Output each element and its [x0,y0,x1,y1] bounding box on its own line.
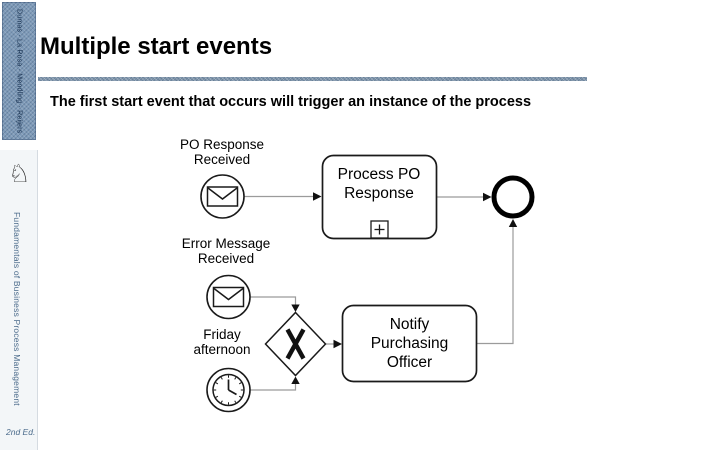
springer-knight-icon: ♘ [8,159,31,188]
flow-timer-to-gateway [250,383,297,391]
arrowhead-icon [291,304,300,312]
end-event [491,175,535,219]
exclusive-gateway [264,311,327,377]
envelope-icon [212,286,245,308]
flow-error-to-gateway [250,296,297,305]
arrowhead-icon [508,219,518,227]
arrowhead-icon [483,192,492,202]
sidebar-background [0,150,38,450]
timer-start-event [206,367,251,413]
arrowhead-icon [333,339,342,349]
gateway-x-icon [285,328,306,360]
task-box [341,304,478,383]
arrowhead-icon [313,192,322,201]
edition-label: 2nd Ed. [6,427,36,437]
label-process-po-response: Process PO Response [337,166,421,202]
book-title-vertical: Fundamentals of Business Process Managem… [12,212,22,406]
sequence-flows [244,192,518,391]
authors-banner: Dumas · La Rosa · Mendling · Reijers [2,2,36,140]
task-notify-purchasing-officer [341,304,478,383]
flow-notify-to-end [477,226,514,345]
label-friday-afternoon: Friday afternoon [193,327,251,358]
authors-text: Dumas · La Rosa · Mendling · Reijers [15,8,23,134]
message-start-event-error [206,274,251,320]
envelope-flap [213,287,244,301]
slide-subtitle: The first start event that occurs will t… [50,94,532,110]
clock-hour-hand [228,389,237,396]
envelope-icon [206,186,239,207]
title-divider [38,77,587,81]
arrowhead-icon [291,376,300,384]
message-start-event-po [200,174,245,219]
label-error-message-received: Error Message Received [181,236,271,267]
label-po-response-received: PO Response Received [179,137,265,168]
end-event-circle [491,175,535,219]
task-process-po-response [321,154,438,240]
envelope-flap [207,187,238,200]
label-notify-purchasing-officer: Notify Purchasing Officer [370,316,449,371]
page-title: Multiple start events [40,33,273,60]
